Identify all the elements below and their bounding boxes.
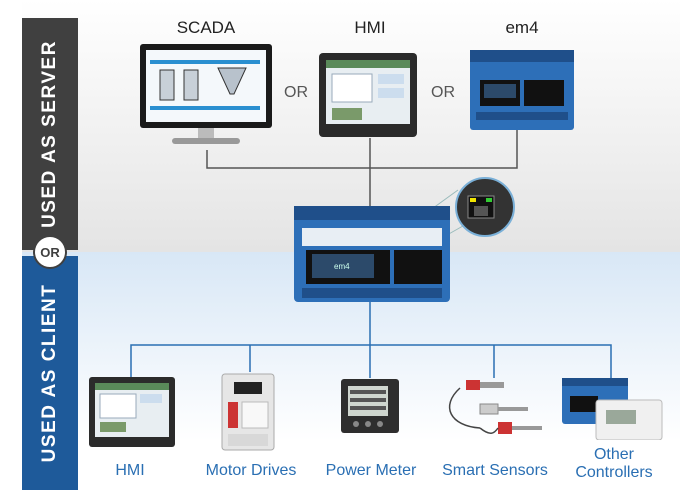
client-bus-line — [130, 344, 612, 390]
other-controllers-line-1: Other — [593, 446, 634, 463]
or-label-1: OR — [284, 84, 308, 101]
ethernet-port-zoom-image — [455, 177, 515, 237]
central-em4-controller-image: em4 — [294, 206, 450, 302]
client-hmi-label: HMI — [115, 462, 145, 479]
power-meter-label: Power Meter — [325, 462, 417, 479]
server-connection-line — [206, 130, 518, 169]
other-controllers-line-2: Controllers — [575, 464, 653, 481]
other-controllers-label: Other Controllers — [562, 446, 666, 482]
server-hmi-panel-image — [319, 53, 417, 137]
other-controllers-image — [562, 378, 663, 440]
server-side-bar: USED AS SERVER — [22, 18, 78, 250]
power-meter-image — [341, 379, 399, 433]
motor-drive-image — [221, 373, 275, 451]
or-divider-badge: OR — [33, 235, 67, 269]
server-em4-controller-image — [470, 50, 574, 130]
client-hmi-panel-image — [89, 377, 175, 447]
smart-sensors-label: Smart Sensors — [442, 462, 548, 479]
smart-sensors-image — [448, 380, 542, 434]
scada-monitor-image — [140, 44, 272, 144]
server-hmi-label: HMI — [354, 18, 386, 37]
server-em4-label: em4 — [505, 18, 539, 37]
or-label-2: OR — [431, 84, 455, 101]
scada-label: SCADA — [176, 18, 236, 37]
central-screen-text: em4 — [334, 262, 350, 271]
client-side-bar: USED AS CLIENT — [22, 256, 78, 490]
motor-drives-label: Motor Drives — [205, 462, 297, 479]
